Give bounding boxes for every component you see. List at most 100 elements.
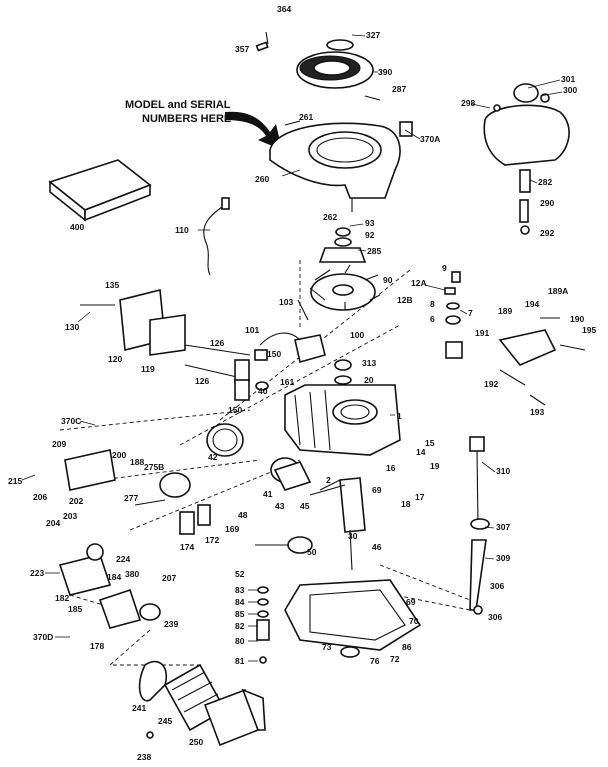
part-label: 50 bbox=[307, 547, 317, 557]
part-label: 30 bbox=[348, 531, 358, 541]
owners-manual bbox=[48, 159, 152, 222]
part-label: 174 bbox=[180, 542, 194, 552]
spark-plug-wire bbox=[203, 197, 230, 276]
part-label: 81 bbox=[235, 656, 245, 666]
part-label: 300 bbox=[563, 85, 577, 95]
part-label: 191 bbox=[475, 328, 489, 338]
recoil-starter-group bbox=[255, 31, 381, 101]
part-label: 204 bbox=[46, 518, 60, 528]
part-label: 12B bbox=[397, 295, 413, 305]
part-label: 45 bbox=[300, 501, 310, 511]
part-label: 135 bbox=[105, 280, 119, 290]
part-label: 277 bbox=[124, 493, 138, 503]
part-label: 250 bbox=[189, 737, 203, 747]
valves-springs bbox=[184, 344, 269, 401]
blower-housing bbox=[269, 120, 413, 212]
note-line-2: NUMBERS HERE bbox=[142, 113, 231, 125]
part-label: 172 bbox=[205, 535, 219, 545]
part-label: 48 bbox=[238, 510, 248, 520]
part-label: 150 bbox=[267, 349, 281, 359]
part-label: 206 bbox=[33, 492, 47, 502]
part-label: 161 bbox=[280, 377, 294, 387]
part-label: 370D bbox=[33, 632, 53, 642]
part-label: 90 bbox=[383, 275, 393, 285]
part-label: 260 bbox=[255, 174, 269, 184]
part-label: 6 bbox=[430, 314, 435, 324]
part-label: 70 bbox=[409, 616, 419, 626]
part-label: 275B bbox=[144, 462, 164, 472]
part-label: 209 bbox=[52, 439, 66, 449]
part-label: 202 bbox=[69, 496, 83, 506]
part-label: 120 bbox=[108, 354, 122, 364]
flywheel bbox=[309, 227, 381, 311]
part-label: 103 bbox=[279, 297, 293, 307]
part-label: 285 bbox=[367, 246, 381, 256]
part-label: 301 bbox=[561, 74, 575, 84]
part-label: 309 bbox=[496, 553, 510, 563]
part-label: 194 bbox=[525, 299, 539, 309]
oil-pump-parts bbox=[256, 586, 270, 664]
part-label: 15 bbox=[425, 438, 435, 448]
part-label: 292 bbox=[540, 228, 554, 238]
part-label: 2 bbox=[326, 475, 331, 485]
part-label: 20 bbox=[364, 375, 374, 385]
part-label: 84 bbox=[235, 597, 245, 607]
part-label: 69 bbox=[372, 485, 382, 495]
part-label: 178 bbox=[90, 641, 104, 651]
part-label: 101 bbox=[245, 325, 259, 335]
part-label: 72 bbox=[390, 654, 400, 664]
part-label: 310 bbox=[496, 466, 510, 476]
part-label: 190 bbox=[570, 314, 584, 324]
engine-base bbox=[284, 579, 422, 658]
part-label: 85 bbox=[235, 609, 245, 619]
part-label: 18 bbox=[401, 499, 411, 509]
part-label: 380 bbox=[125, 569, 139, 579]
part-label: 119 bbox=[141, 364, 155, 374]
part-label: 43 bbox=[275, 501, 285, 511]
part-label: 327 bbox=[366, 30, 380, 40]
part-label: 9 bbox=[442, 263, 447, 273]
part-label: 261 bbox=[299, 112, 313, 122]
part-label: 1 bbox=[397, 411, 402, 421]
part-label: 195 bbox=[582, 325, 596, 335]
part-label: 19 bbox=[430, 461, 440, 471]
part-label: 306 bbox=[488, 612, 502, 622]
part-label: 52 bbox=[235, 569, 245, 579]
leader-lines bbox=[21, 34, 563, 662]
part-label: 193 bbox=[530, 407, 544, 417]
breather-plate bbox=[80, 288, 186, 356]
part-label: 182 bbox=[55, 593, 69, 603]
camshaft bbox=[255, 536, 313, 554]
part-label: 215 bbox=[8, 476, 22, 486]
part-label: 41 bbox=[263, 489, 273, 499]
part-label: 313 bbox=[362, 358, 376, 368]
crankshaft bbox=[309, 477, 366, 571]
part-label: 100 bbox=[350, 330, 364, 340]
part-label: 184 bbox=[107, 572, 121, 582]
part-label: 207 bbox=[162, 573, 176, 583]
governor-parts bbox=[334, 271, 586, 406]
part-label: 238 bbox=[137, 752, 151, 762]
ignition-coil bbox=[254, 299, 326, 363]
part-label: 370A bbox=[420, 134, 440, 144]
part-label: 169 bbox=[225, 524, 239, 534]
fuel-tank bbox=[483, 83, 570, 235]
part-label: 46 bbox=[372, 542, 382, 552]
part-label: 239 bbox=[164, 619, 178, 629]
part-label: 150 bbox=[228, 405, 242, 415]
part-label: 223 bbox=[30, 568, 44, 578]
part-label: 370C bbox=[61, 416, 81, 426]
part-label: 306 bbox=[490, 581, 504, 591]
part-label: 185 bbox=[68, 604, 82, 614]
part-label: 110 bbox=[175, 225, 189, 235]
part-label: 69 bbox=[406, 597, 416, 607]
part-label: 290 bbox=[540, 198, 554, 208]
part-label: 86 bbox=[402, 642, 412, 652]
part-label: 7 bbox=[468, 308, 473, 318]
part-label: 92 bbox=[365, 230, 375, 240]
model-serial-callout: MODEL and SERIAL NUMBERS HERE bbox=[125, 99, 282, 150]
part-label: 203 bbox=[63, 511, 77, 521]
part-label: 40 bbox=[258, 386, 268, 396]
part-label: 307 bbox=[496, 522, 510, 532]
